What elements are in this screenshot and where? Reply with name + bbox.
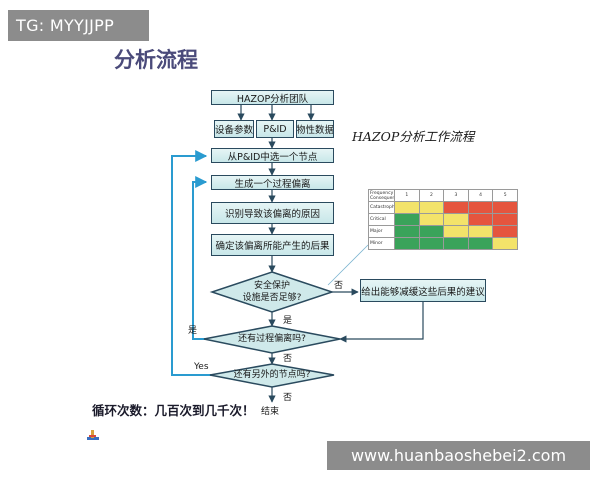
risk-matrix-row-label: Major	[368, 225, 395, 238]
risk-matrix-cell	[467, 225, 494, 238]
yes-label-deviation: 是	[188, 326, 198, 336]
risk-matrix-header-cell: 4	[467, 189, 494, 202]
more-deviation-question: 还有过程偏离吗?	[238, 334, 306, 344]
no-label-safeguard: 否	[334, 281, 344, 291]
property-data-box: 物性数据	[296, 120, 334, 138]
yes-label-nodes: Yes	[194, 362, 209, 372]
more-nodes-question: 还有另外的节点吗?	[233, 370, 311, 380]
risk-matrix-cell	[418, 225, 445, 238]
risk-matrix-cell	[418, 201, 445, 214]
risk-matrix-cell	[492, 225, 518, 238]
risk-matrix-row-label: Catastrophic	[368, 201, 395, 214]
yes-label-safeguard: 是	[283, 316, 293, 326]
recommendation-box: 给出能够减缓这些后果的建议	[360, 279, 486, 302]
decision-more-deviation	[203, 325, 341, 354]
watermark-bottom: www.huanbaoshebei2.com	[327, 441, 590, 470]
end-label: 结束	[261, 407, 280, 417]
page-title: 分析流程	[114, 47, 198, 72]
tray-icon	[87, 430, 99, 440]
hazop-team-box: HAZOP分析团队	[211, 90, 334, 105]
risk-matrix-cell	[418, 237, 445, 250]
decision-more-nodes	[209, 363, 335, 388]
risk-matrix-header-row: Frequency Consequence12345	[368, 189, 518, 202]
risk-matrix-cell	[492, 237, 518, 250]
risk-matrix-cell	[394, 225, 420, 238]
risk-matrix-cell	[492, 201, 518, 214]
safeguard-question-line2: 设施是否足够?	[242, 293, 302, 303]
safeguard-question-line1: 安全保护	[253, 281, 290, 291]
risk-matrix-header-cell: 1	[394, 189, 420, 202]
risk-matrix-header-cell: 5	[492, 189, 518, 202]
risk-matrix-row: Catastrophic	[368, 201, 518, 214]
determine-consequences-box: 确定该偏离所能产生的后果	[211, 234, 334, 256]
risk-matrix-row-label: Minor	[368, 237, 395, 250]
risk-matrix-cell	[394, 201, 420, 214]
loop-count-note: 循环次数：几百次到几千次！	[92, 403, 255, 418]
risk-matrix-cell	[418, 213, 445, 226]
no-label-deviation: 否	[283, 354, 293, 364]
pid-box: P&ID	[256, 120, 294, 138]
risk-matrix-row: Major	[368, 225, 518, 238]
decision-safeguard	[209, 271, 335, 313]
no-label-nodes: 否	[283, 393, 293, 403]
risk-matrix-header-cell: 3	[443, 189, 469, 202]
generate-deviation-box: 生成一个过程偏离	[211, 175, 334, 190]
risk-matrix-cell	[467, 213, 494, 226]
risk-matrix-cell	[394, 213, 420, 226]
watermark-top: TG: MYYJJPP	[8, 10, 149, 41]
risk-matrix-cell	[492, 213, 518, 226]
risk-matrix-row-label: Critical	[368, 213, 395, 226]
risk-matrix-cell	[394, 237, 420, 250]
risk-matrix-row: Critical	[368, 213, 518, 226]
safeguard-question: 安全保护 设施是否足够?	[222, 278, 322, 306]
risk-matrix: Frequency Consequence12345CatastrophicCr…	[368, 189, 518, 250]
select-node-box: 从P&ID中选一个节点	[211, 148, 334, 163]
flow-title: HAZOP分析工作流程	[352, 129, 475, 144]
risk-matrix-row: Minor	[368, 237, 518, 250]
risk-matrix-header-cell: 2	[418, 189, 445, 202]
equipment-params-box: 设备参数	[214, 120, 254, 138]
identify-causes-box: 识别导致该偏离的原因	[211, 202, 334, 224]
risk-matrix-cell	[443, 237, 469, 250]
risk-matrix-cell	[443, 201, 469, 214]
risk-matrix-cell	[443, 225, 469, 238]
risk-matrix-header-cell: Frequency Consequence	[368, 189, 395, 202]
risk-matrix-cell	[467, 237, 494, 250]
risk-matrix-cell	[467, 201, 494, 214]
risk-matrix-cell	[443, 213, 469, 226]
